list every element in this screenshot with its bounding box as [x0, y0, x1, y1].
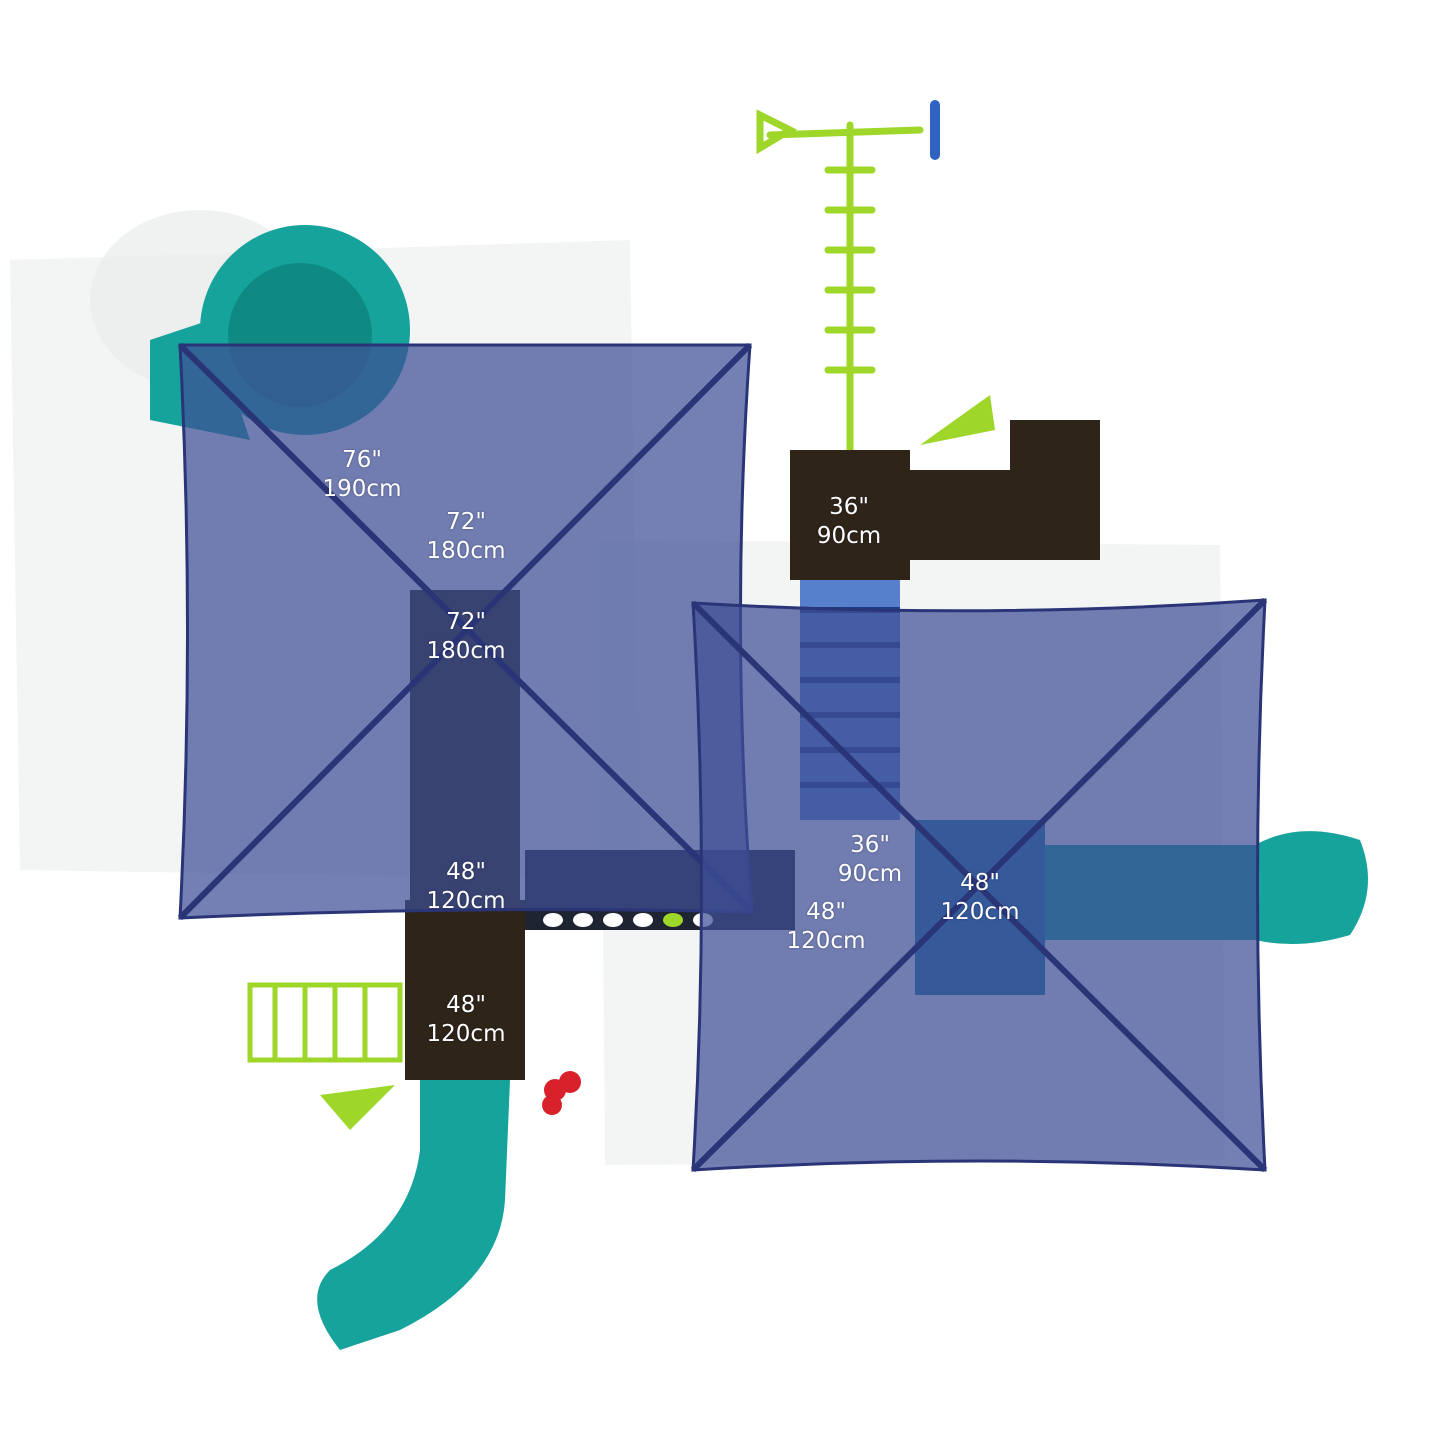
- bell-icon: [542, 1071, 581, 1115]
- deck-height-label: 72"180cm: [426, 509, 506, 564]
- deck-height-label: 48"120cm: [940, 870, 1020, 925]
- shade-canopy-right: [690, 597, 1268, 1173]
- deck-height-label: 72"180cm: [426, 609, 506, 664]
- steering-wheel-icon: [930, 100, 940, 160]
- deck-height-label: 48"120cm: [426, 992, 506, 1047]
- curvy-slide: [317, 1080, 510, 1350]
- deck-height-label: 36"90cm: [816, 494, 882, 549]
- telescope-icon: [320, 1085, 395, 1130]
- telescope-icon: [920, 395, 995, 445]
- deck-height-label: 48"120cm: [786, 899, 866, 954]
- deck-height-label: 48"120cm: [426, 859, 506, 914]
- deck-height-label: 36"90cm: [837, 832, 903, 887]
- climber-panel: [247, 982, 403, 1063]
- overhead-ladder: [756, 109, 924, 464]
- deck-height-label: 76"190cm: [322, 447, 402, 502]
